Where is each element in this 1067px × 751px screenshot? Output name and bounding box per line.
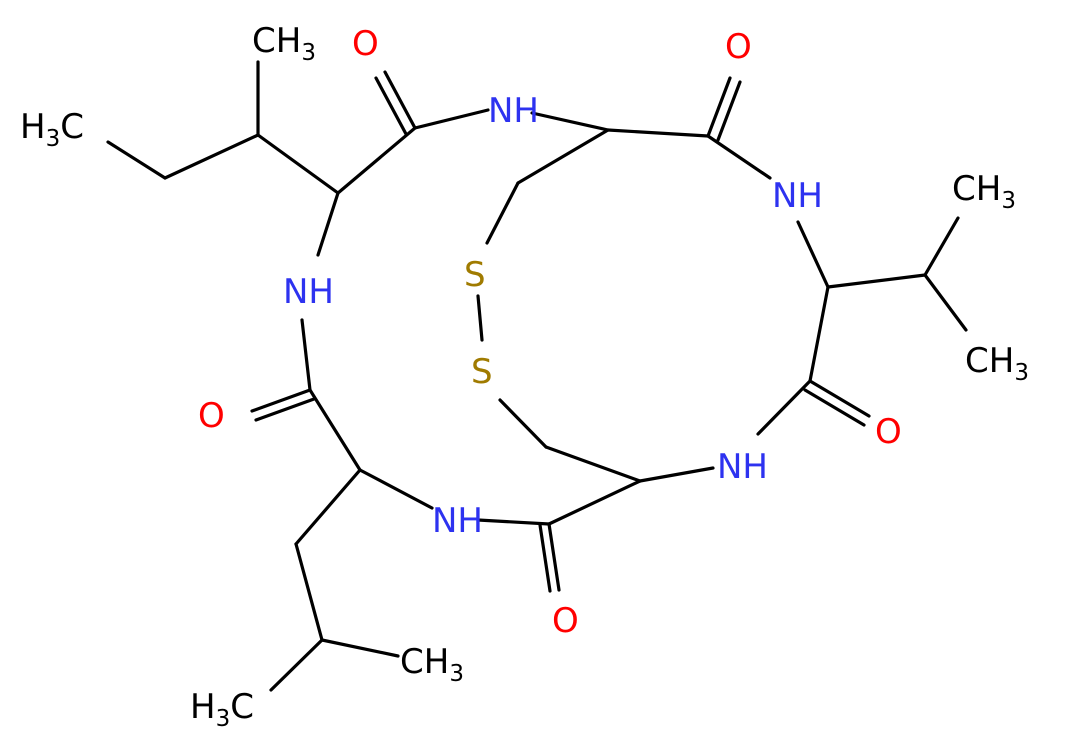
amide-nh-label: NH xyxy=(488,91,539,131)
amide-nh-label: NH xyxy=(772,176,823,216)
bond xyxy=(106,140,167,180)
amide-nh-label: NH xyxy=(283,272,334,312)
oxygen-label: O xyxy=(552,601,579,641)
bond xyxy=(923,273,968,332)
bond xyxy=(254,397,316,422)
oxygen-label: O xyxy=(725,27,752,67)
bond xyxy=(269,638,324,692)
bond xyxy=(808,285,830,383)
amide-nh-label: NH xyxy=(717,447,768,487)
oxygen-label: O xyxy=(875,412,902,452)
bond xyxy=(294,542,324,642)
methyl-label: CH3 xyxy=(400,642,464,687)
oxygen-label: O xyxy=(352,24,379,64)
bond xyxy=(706,134,772,180)
bond xyxy=(383,70,417,130)
bond xyxy=(320,638,400,658)
bond xyxy=(530,111,610,132)
bond xyxy=(485,181,520,245)
methyl-label: H3C xyxy=(20,107,84,152)
bond xyxy=(476,294,484,342)
amide-nh-label: NH xyxy=(432,501,483,541)
bonds xyxy=(106,60,968,692)
bond xyxy=(163,133,260,180)
bond xyxy=(476,518,551,526)
bond xyxy=(316,191,340,257)
bond xyxy=(498,398,548,449)
bond xyxy=(250,388,312,413)
bond xyxy=(516,128,610,185)
methyl-label: CH3 xyxy=(965,341,1029,386)
bond xyxy=(826,273,927,289)
bond xyxy=(547,479,642,526)
bond xyxy=(547,522,561,592)
bond xyxy=(803,388,866,427)
bond xyxy=(923,216,960,277)
bond xyxy=(716,80,742,142)
methyl-label: H3C xyxy=(190,687,254,732)
bond xyxy=(300,318,312,392)
methyl-label: CH3 xyxy=(952,169,1016,214)
bond xyxy=(796,220,830,289)
bond xyxy=(374,76,408,136)
bond xyxy=(538,523,552,593)
bond xyxy=(706,76,732,138)
sulfur-label: S xyxy=(471,352,493,392)
bond xyxy=(544,445,642,483)
bond xyxy=(606,128,710,138)
bond xyxy=(358,468,434,510)
bond xyxy=(808,379,871,418)
bond xyxy=(294,468,362,546)
bond xyxy=(413,108,490,130)
methyl-label: CH3 xyxy=(252,21,316,66)
bond xyxy=(308,388,362,472)
bond xyxy=(638,466,715,483)
oxygen-label: O xyxy=(198,396,225,436)
bond xyxy=(256,133,340,195)
bond xyxy=(336,126,417,195)
sulfur-label: S xyxy=(464,255,486,295)
bond xyxy=(756,379,812,436)
atom-labels: CH3 H3C O NH O NH CH3 NH S S CH3 O O NH … xyxy=(20,21,1029,732)
